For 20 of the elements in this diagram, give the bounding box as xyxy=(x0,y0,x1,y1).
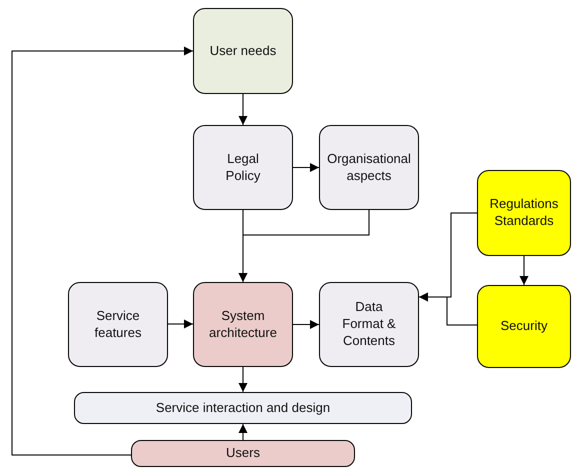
process-box: Regulations Standards xyxy=(477,170,571,256)
arrow xyxy=(238,366,248,392)
arrow xyxy=(418,292,478,326)
arrow xyxy=(12,46,194,456)
arrow xyxy=(238,94,248,126)
process-bar: Service interaction and design xyxy=(74,392,412,424)
process-box: Data Format & Contents xyxy=(319,282,419,367)
arrow xyxy=(292,320,320,329)
arrow xyxy=(292,163,320,172)
process-box: Security xyxy=(477,285,571,368)
process-box: Service features xyxy=(68,282,168,367)
process-box: User needs xyxy=(193,8,293,94)
process-bar: Users xyxy=(131,440,355,467)
arrow xyxy=(520,256,528,286)
arrow xyxy=(168,320,194,328)
process-box: Legal Policy xyxy=(193,125,293,210)
process-box: Organisational aspects xyxy=(319,125,419,210)
arrow xyxy=(238,210,370,282)
process-box: System architecture xyxy=(193,282,293,367)
arrow xyxy=(238,424,248,440)
